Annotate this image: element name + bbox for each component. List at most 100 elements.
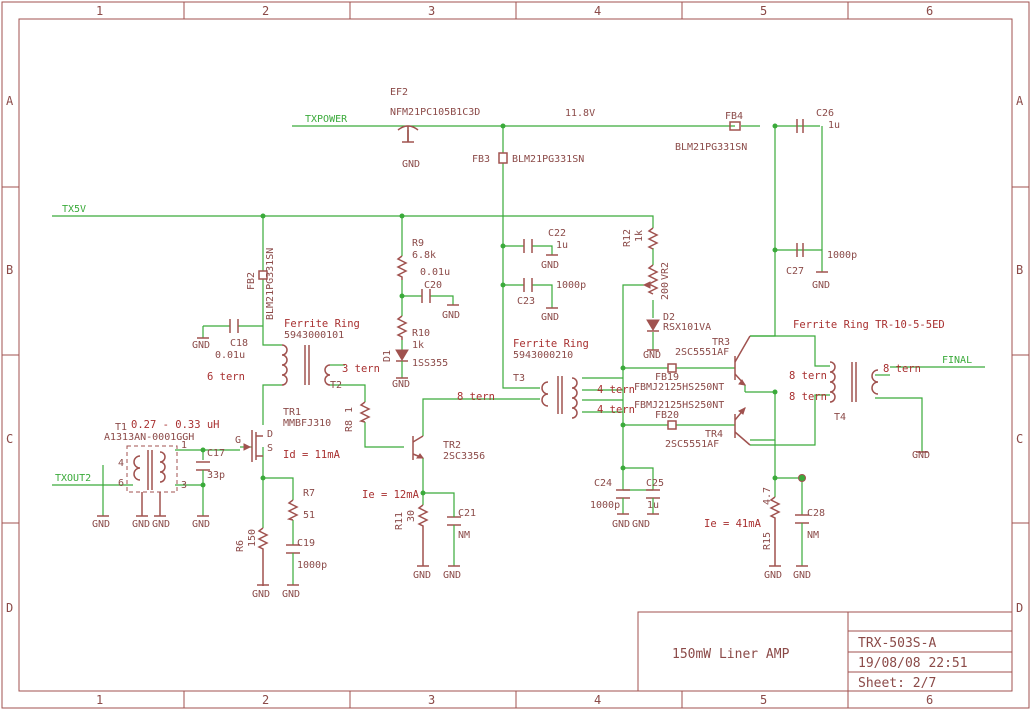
ef2-value: NFM21PC105B1C3D	[390, 107, 480, 118]
net-label-final: FINAL	[942, 355, 972, 366]
note-8-tern-t4a: 8 tern	[789, 370, 827, 382]
note-t1-inductance: 0.27 - 0.33 uH	[131, 419, 220, 431]
r8-value: 1	[344, 407, 355, 413]
grid-labels: 1 2 3 4 5 6 1 2 3 4 5 6 A B C D A B C D	[6, 4, 1024, 707]
r6-value: 150	[247, 529, 258, 547]
grid-row-right: B	[1016, 263, 1023, 277]
transistor-tr1: TR1 MMBFJ310 G D S	[235, 407, 331, 462]
tr1-value: MMBFJ310	[283, 418, 331, 429]
d2-value: RSX101VA	[663, 322, 711, 333]
c28-ref: C28	[807, 508, 825, 519]
t3-ref: T3	[513, 373, 525, 384]
capacitors: C26 1u C27 1000p C22 1u C23 1000p C20 0.…	[196, 108, 857, 585]
ef2-filter: EF2 NFM21PC105B1C3D	[390, 87, 480, 142]
tr1-pin-s: S	[267, 443, 273, 454]
tr1-pin-d: D	[267, 429, 273, 440]
annotations: Ferrite Ring 5943000101 Ferrite Ring 594…	[131, 318, 945, 530]
note-8-tern-t4b: 8 tern	[789, 391, 827, 403]
fb19-value: FBMJ2125HS250NT	[634, 382, 724, 393]
svg-text:GND: GND	[92, 519, 110, 530]
fb3-ref: FB3	[472, 154, 490, 165]
gnd-r15: GND	[764, 565, 782, 581]
fb4-ref: FB4	[725, 111, 743, 122]
svg-text:GND: GND	[643, 350, 661, 361]
c21-value: NM	[458, 530, 470, 541]
vr2-ref: VR2	[660, 262, 671, 280]
gnd-c23: GND	[541, 307, 559, 323]
grid-col-top: 5	[760, 4, 767, 18]
d1-value: 1SS355	[412, 358, 448, 369]
r9-ref: R9	[412, 238, 424, 249]
transformer-t3: T3	[513, 373, 578, 419]
fb2-value: BLM21PG331SN	[265, 248, 276, 320]
grid-row-right: D	[1016, 601, 1023, 615]
c24-value: 1000p	[590, 500, 620, 511]
note-ie-41ma: Ie = 41mA	[704, 518, 762, 530]
note-ferrite-t3: Ferrite Ring	[513, 338, 589, 350]
gnd-t4: GND	[912, 450, 930, 461]
tr4-ref: TR4	[705, 429, 723, 440]
grid-col-bottom: 6	[926, 693, 933, 707]
gnd-c18: GND	[192, 337, 210, 351]
gnd-t1-a: GND	[132, 515, 150, 530]
gnd-r11: GND	[413, 565, 431, 581]
r10-ref: R10	[412, 328, 430, 339]
note-8-tern-t3: 8 tern	[457, 391, 495, 403]
diodes: D1 1SS355 D2 RSX101VA	[382, 312, 711, 378]
svg-text:GND: GND	[541, 260, 559, 271]
grid-col-top: 2	[262, 4, 269, 18]
grid-col-bottom: 5	[760, 693, 767, 707]
c18-ref: C18	[230, 338, 248, 349]
resistors: R9 6.8k R10 1k R12 1k R8 1 R7 51 R6 150 …	[235, 227, 781, 586]
grid-col-bottom: 3	[428, 693, 435, 707]
tr1-pin-g: G	[235, 435, 241, 446]
t1-pin6: 6	[118, 478, 124, 489]
gnd-t1-b: GND	[152, 515, 170, 530]
r11-ref: R11	[394, 512, 405, 530]
c27-value: 1000p	[827, 250, 857, 261]
r10-value: 1k	[412, 340, 424, 351]
note-ferrite-t2-pn: 5943000101	[284, 330, 344, 341]
c28-value: NM	[807, 530, 819, 541]
svg-text:GND: GND	[612, 519, 630, 530]
note-ie-12ma: Ie = 12mA	[362, 489, 420, 501]
transistor-tr2: TR2 2SC3356	[412, 435, 485, 462]
fb4-value: BLM21PG331SN	[675, 142, 747, 153]
net-label-11v8: 11.8V	[565, 108, 595, 119]
note-ferrite-t4: Ferrite Ring TR-10-5-5ED	[793, 319, 945, 331]
ferrite-beads: FB3 BLM21PG331SN FB4 BLM21PG331SN FB2 BL…	[246, 111, 747, 430]
fb2-ref: FB2	[246, 272, 257, 290]
gnd-t1-left: GND	[92, 515, 110, 530]
d1-ref: D1	[382, 350, 393, 362]
d2-ref: D2	[663, 312, 675, 323]
c20-ref: C20	[424, 280, 442, 291]
net-label-txout2: TXOUT2	[55, 473, 91, 484]
r7-value: 51	[303, 510, 315, 521]
fb20-value: FBMJ2125HS250NT	[634, 400, 724, 411]
note-6-tern: 6 tern	[207, 371, 245, 383]
gnd-ef2: GND	[402, 126, 420, 170]
sheet-number: Sheet: 2/7	[858, 676, 936, 691]
c22-value: 1u	[556, 240, 568, 251]
wires	[52, 125, 985, 545]
svg-text:GND: GND	[632, 519, 650, 530]
r12-ref: R12	[622, 229, 633, 247]
svg-text:GND: GND	[192, 519, 210, 530]
c27-ref: C27	[786, 266, 804, 277]
c19-ref: C19	[297, 538, 315, 549]
grid-row-right: A	[1016, 94, 1024, 108]
fb20-ref: FB20	[655, 410, 679, 421]
c19-value: 1000p	[297, 560, 327, 571]
t1-ref: T1	[115, 422, 127, 433]
r7-ref: R7	[303, 488, 315, 499]
c24-ref: C24	[594, 478, 612, 489]
t1-pin3: 3	[181, 480, 187, 491]
net-labels: TXPOWER 11.8V TX5V TXOUT2 FINAL	[55, 108, 972, 484]
svg-text:GND: GND	[252, 589, 270, 600]
transistor-tr4: TR4 2SC5551AF	[665, 407, 751, 450]
r12-value: 1k	[634, 230, 645, 242]
drawing-date: 19/08/08 22:51	[858, 656, 968, 671]
gnd-c25: GND	[632, 513, 659, 530]
fb3-value: BLM21PG331SN	[512, 154, 584, 165]
svg-text:GND: GND	[392, 379, 410, 390]
